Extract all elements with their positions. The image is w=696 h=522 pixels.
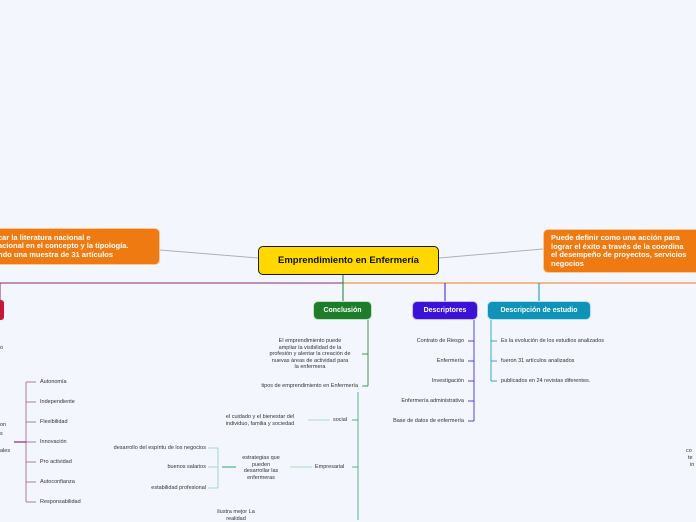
- social-node[interactable]: social: [333, 417, 348, 423]
- estudio-item[interactable]: Es la evolución de los estudios analizad…: [501, 338, 605, 344]
- central-topic[interactable]: Emprendimiento en Enfermería: [258, 246, 439, 275]
- trait-item[interactable]: Autoconfianza: [40, 479, 75, 485]
- descriptor-item[interactable]: Enfermería: [436, 358, 464, 364]
- trait-item[interactable]: Flexibilidad: [40, 419, 68, 425]
- strategy-item-estabilidad[interactable]: estabilidad profesional: [151, 485, 206, 491]
- objective-topic[interactable]: car la literatura nacional e acional en …: [0, 228, 160, 265]
- estudio-item[interactable]: publicados en 24 revistas diferentes.: [501, 378, 591, 384]
- strategy-item-salarios[interactable]: buenos salarios: [167, 464, 206, 470]
- social-description[interactable]: el cuidado y el bienestar del individuo,…: [225, 414, 295, 427]
- conclusion-topic[interactable]: Conclusión: [313, 301, 372, 320]
- definition-topic[interactable]: Puede definir como una acción para logra…: [543, 229, 696, 273]
- estrategias-node[interactable]: estrategias que pueden desarrollar las e…: [242, 455, 280, 481]
- descriptor-item[interactable]: Enfermería administrativa: [401, 398, 464, 404]
- left-fragment: on: [0, 422, 7, 428]
- trait-item[interactable]: Pro actividad: [40, 459, 72, 465]
- strategy-item-negocios[interactable]: desarrollo del espíritu de los negocios: [113, 445, 206, 451]
- right-fragment: te: [688, 455, 693, 461]
- descripcion-estudio-topic[interactable]: Descripción de estudio: [487, 301, 591, 320]
- descriptores-topic[interactable]: Descriptores: [412, 301, 478, 320]
- trait-item[interactable]: Responsabilidad: [40, 499, 81, 505]
- descriptor-item[interactable]: Base de datos de enfermería: [393, 418, 464, 424]
- left-fragment: s: [0, 431, 3, 437]
- offscreen-topic[interactable]: [0, 300, 4, 320]
- trait-item[interactable]: Independiente: [40, 399, 75, 405]
- left-fragment: ales: [0, 448, 11, 454]
- conclusion-visibility-text[interactable]: El emprendimiento puede ampliar la visib…: [269, 338, 351, 371]
- conclusion-types-text[interactable]: tipos de emprendimiento en Enfermería: [261, 383, 358, 389]
- descriptor-item[interactable]: Investigación: [431, 378, 464, 384]
- estudio-item[interactable]: fueron 31 artículos analizados: [501, 358, 575, 364]
- trait-item[interactable]: Autonomía: [40, 379, 67, 385]
- right-fragment: in: [690, 462, 695, 468]
- right-fragment: co: [686, 448, 692, 454]
- empresarial-node[interactable]: Empresarial: [315, 464, 345, 470]
- trait-item[interactable]: Innovación: [40, 439, 67, 445]
- objective-text: car la literatura nacional e acional en …: [0, 232, 129, 259]
- descriptor-item[interactable]: Contrato de Riesgo: [416, 338, 464, 344]
- definition-text: Puede definir como una acción para logra…: [551, 233, 687, 268]
- left-fragment: o: [0, 345, 4, 351]
- ilustra-text[interactable]: ilustra mejor La realidad: [217, 509, 255, 522]
